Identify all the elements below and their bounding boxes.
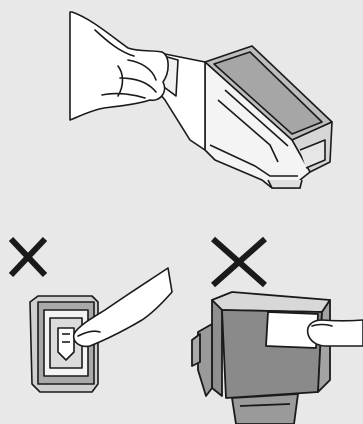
hand-icon (70, 12, 168, 120)
bottom-left-panel (11, 239, 172, 392)
ink-cartridge-icon (205, 46, 332, 188)
x-mark-icon (11, 239, 45, 275)
finger-icon (308, 320, 363, 346)
ink-cartridge-icon (192, 292, 330, 424)
x-mark-icon (213, 239, 265, 285)
bottom-right-panel (192, 239, 363, 424)
top-panel (70, 12, 332, 188)
